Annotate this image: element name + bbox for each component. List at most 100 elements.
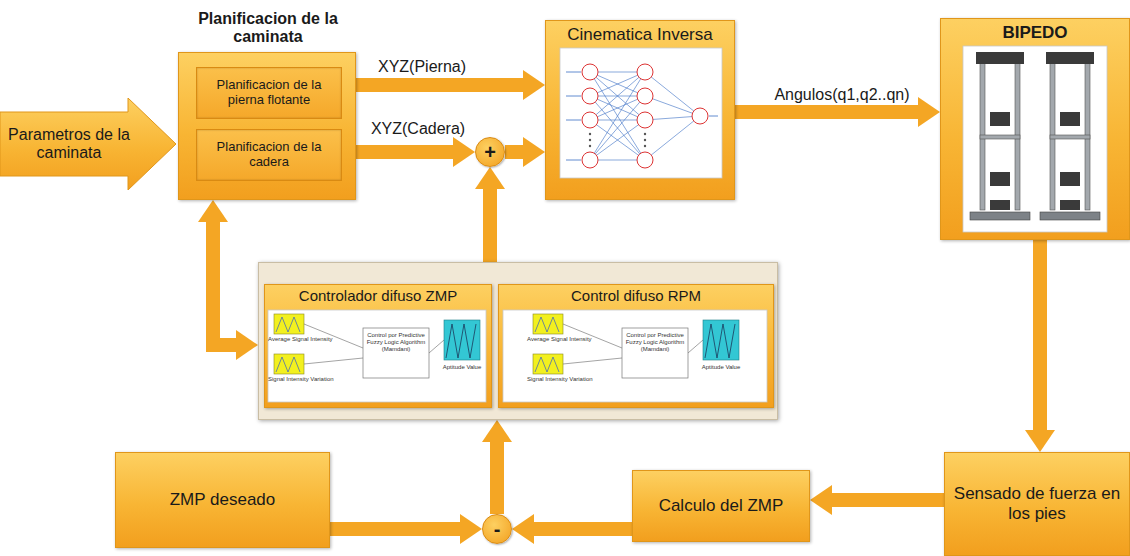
node-label: Calculo del ZMP	[659, 496, 784, 516]
neuron	[637, 112, 653, 128]
figure-caption: Average Signal Intensity	[268, 336, 348, 343]
node-label: Cinematica Inversa	[567, 25, 713, 45]
neuron	[582, 152, 598, 168]
network-link	[590, 120, 645, 160]
biped-robot-figure	[976, 52, 1094, 210]
biped-robot-figure	[1060, 200, 1080, 210]
network-link	[590, 96, 645, 160]
input-line	[566, 160, 581, 161]
network-link	[590, 120, 645, 160]
edge-label: Angulos(q1,q2..qn)	[750, 86, 934, 104]
controller-panel: Controlador difuso ZMP Control difuso RPM	[258, 262, 778, 420]
biped-robot-figure	[990, 200, 1010, 210]
group-heading: Planificacion de la caminata	[165, 7, 371, 49]
neuron	[637, 88, 653, 104]
neural-network-panel	[560, 48, 722, 178]
biped-robot-figure	[980, 135, 1020, 139]
flow-arrow	[356, 78, 523, 92]
network-link	[590, 72, 645, 120]
biped-robot-figure	[963, 46, 1107, 232]
fuzzy-controller-figures	[268, 310, 486, 402]
node-label: Planificacion de la cadera	[203, 140, 335, 170]
edge-label: XYZ(Cadera)	[364, 120, 472, 138]
biped-robot-figure	[990, 112, 1010, 126]
figure-caption: Signal Intensity Variation	[527, 376, 611, 383]
figure-caption: Control por Predictive Fuzzy Logic Algor…	[625, 332, 685, 353]
flow-arrow	[832, 493, 944, 507]
neuron	[582, 112, 598, 128]
neuron	[637, 64, 653, 80]
figure-caption: Aptitude Value	[430, 364, 494, 371]
fuzzy-controller-figures	[268, 310, 767, 402]
neuron	[692, 108, 708, 124]
biped-robot-figure	[1050, 135, 1090, 139]
network-link	[645, 116, 700, 120]
process-box: Planificacion de la pierna flotante	[196, 67, 342, 119]
ellipsis-dot	[644, 133, 646, 135]
node-label: -	[494, 519, 501, 539]
neural-network-figure	[566, 64, 718, 168]
network-link	[590, 72, 645, 96]
biped-robot-figure	[980, 60, 985, 210]
reference-box: ZMP deseado	[115, 452, 330, 548]
network-link	[645, 96, 700, 116]
controller-box: Control difuso RPM	[498, 284, 774, 408]
network-link	[645, 116, 700, 160]
edge-label: XYZ(Pierna)	[372, 58, 472, 76]
biped-robot-figure	[1040, 212, 1100, 220]
process-box: Cinematica Inversa	[545, 20, 735, 200]
node-label: ZMP deseado	[170, 490, 276, 510]
ellipsis-dot	[589, 139, 591, 141]
node-label: +	[484, 142, 496, 162]
node-label: Control difuso RPM	[571, 287, 701, 304]
plant-box: BIPEDO	[940, 18, 1130, 240]
flow-arrow	[505, 145, 523, 159]
biped-robot-figure	[970, 212, 1030, 220]
network-link	[590, 160, 645, 161]
network-link	[590, 72, 645, 120]
process-group: Planificacion de la caminataPlanificacio…	[178, 52, 356, 200]
input-line	[566, 120, 581, 121]
ellipsis-dot	[644, 145, 646, 147]
biped-robot-figure	[1060, 112, 1080, 126]
fuzzy-controller-figures	[503, 310, 767, 402]
input-line	[566, 96, 581, 97]
neuron	[582, 88, 598, 104]
ellipsis-dot	[589, 145, 591, 147]
flow-arrow	[330, 522, 460, 536]
figure-caption: Aptitude Value	[689, 364, 753, 371]
biped-robot-figure	[1050, 60, 1055, 210]
biped-robot-figure	[1046, 52, 1094, 64]
network-link	[590, 96, 645, 120]
node-label: Controlador difuso ZMP	[299, 287, 457, 304]
biped-robot-figure	[980, 60, 1090, 210]
arrow-shape	[0, 98, 176, 190]
biped-robot-figure	[990, 172, 1010, 186]
node-label: Planificacion de la pierna flotante	[203, 78, 335, 108]
network-link	[590, 96, 645, 160]
flow-arrow	[490, 442, 504, 514]
controller-box: Controlador difuso ZMP	[264, 284, 492, 408]
network-link	[645, 72, 700, 116]
figure-caption: Control por Predictive Fuzzy Logic Algor…	[366, 332, 426, 353]
network-link	[590, 72, 645, 160]
process-box: Calculo del ZMP	[632, 470, 810, 542]
network-link	[590, 72, 645, 96]
process-box: Planificacion de la cadera	[196, 129, 342, 181]
flow-arrow	[483, 189, 497, 262]
network-link	[590, 120, 645, 121]
biped-robot-figure	[1015, 60, 1020, 210]
network-link	[590, 72, 645, 73]
network-link	[590, 72, 645, 160]
sensor-box: Sensado de fuerza en los pies	[944, 452, 1130, 556]
biped-robot-figure	[963, 46, 1107, 232]
biped-robot-figure	[970, 212, 1100, 220]
ellipsis-dot	[644, 139, 646, 141]
figure-caption: Signal Intensity Variation	[268, 376, 352, 383]
sum-junction: +	[475, 137, 505, 167]
flow-arrow	[356, 145, 453, 159]
biped-robot-figure	[1060, 172, 1080, 186]
neuron	[582, 64, 598, 80]
flow-arrow	[1033, 240, 1047, 430]
